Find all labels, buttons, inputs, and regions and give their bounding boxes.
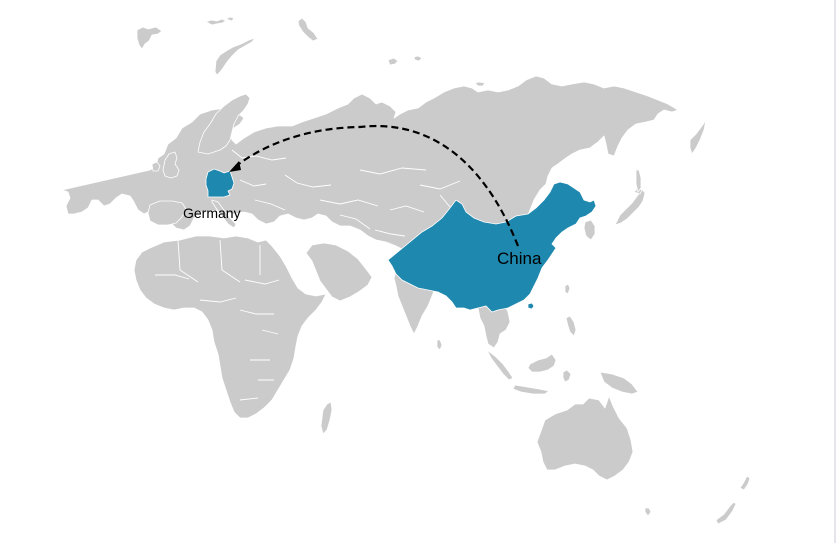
china-label: China	[497, 249, 542, 268]
right-edge-divider	[834, 0, 836, 543]
arrowhead-icon	[229, 161, 241, 172]
route-china-to-germany	[229, 125, 520, 247]
africa	[133, 235, 333, 445]
eurasia	[61, 75, 707, 351]
oceania	[536, 395, 751, 525]
hainan-shape	[527, 302, 535, 310]
germany-shape[interactable]	[205, 168, 235, 198]
maritime-southeast-asia	[486, 315, 639, 395]
china-shape[interactable]	[387, 181, 597, 313]
arctic-islands	[136, 16, 486, 87]
germany-label: Germany	[183, 205, 241, 221]
